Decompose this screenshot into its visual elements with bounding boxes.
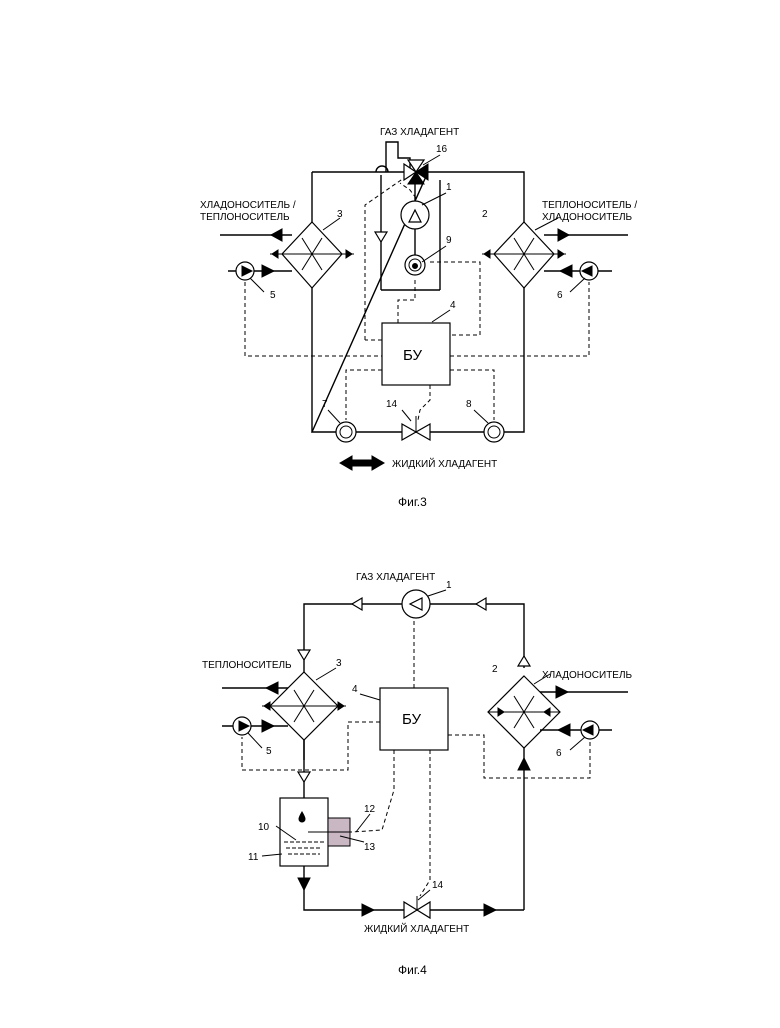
fig3-ref-2: 2	[482, 209, 488, 220]
fig3-left-fluid-label-2: ТЕПЛОНОСИТЕЛЬ	[200, 212, 290, 223]
fig4-ref-2: 2	[492, 664, 498, 675]
fig3-gas-label: ГАЗ ХЛАДАГЕНТ	[380, 127, 459, 138]
fig3-right-fluid-label-1: ТЕПЛОНОСИТЕЛЬ /	[542, 200, 637, 211]
fig3-flow-arrow-down-icon	[375, 232, 387, 242]
fig4-ref-11: 11	[248, 852, 259, 863]
fig4-ref-10: 10	[258, 822, 270, 833]
fig4-ref-5: 5	[266, 746, 272, 757]
fig3-heat-exchanger-3	[270, 222, 354, 288]
fig3-left-fluid-label-1: ХЛАДОНОСИТЕЛЬ /	[200, 200, 296, 211]
fig3-control-unit-label: БУ	[403, 347, 422, 364]
fig3-ref-6: 6	[557, 290, 563, 301]
fig4-ref-1: 1	[446, 580, 452, 591]
fig3-ref-14: 14	[386, 399, 398, 410]
fig3-ref-9: 9	[446, 235, 452, 246]
fig4-liquid-label: ЖИДКИЙ ХЛАДАГЕНТ	[364, 922, 469, 935]
fig4-liquid-line	[304, 866, 524, 910]
fig3-sensor-8-icon	[484, 422, 504, 442]
fig3-liquid-label: ЖИДКИЙ ХЛАДАГЕНТ	[392, 457, 497, 470]
fig4-heat-exchanger-3	[262, 672, 346, 740]
fig3-ref-7: 7	[322, 399, 328, 410]
fig4-left-fluid-label: ТЕПЛОНОСИТЕЛЬ	[202, 660, 292, 671]
fig4-ref-3: 3	[336, 658, 342, 669]
fig4-expansion-valve-icon	[404, 896, 430, 918]
fig3-ref-4: 4	[450, 300, 456, 311]
fig4-flow-arrow-down-icon	[298, 650, 310, 660]
fig4-heat-exchanger-2	[488, 676, 560, 748]
fig4-ref-12: 12	[364, 804, 376, 815]
fig4-gas-label: ГАЗ ХЛАДАГЕНТ	[356, 572, 435, 583]
fig4-right-fluid-label: ХЛАДОНОСИТЕЛЬ	[542, 670, 633, 681]
fig4-caption: Фиг.4	[398, 963, 427, 977]
fig4-flow-arrow-up-icon	[518, 656, 530, 666]
figure-4: ГАЗ ХЛАДАГЕНТ ТЕПЛОНОСИТЕЛЬ ХЛАДОНОСИТЕЛ…	[202, 572, 633, 977]
fig4-flow-arrow-left-icon	[352, 598, 362, 610]
fig3-ctrl-valve	[400, 183, 416, 198]
fig4-ref-14: 14	[432, 880, 444, 891]
fig3-expansion-valve-icon	[402, 416, 430, 440]
fig4-ref-4: 4	[352, 684, 358, 695]
fig3-ref-16: 16	[436, 144, 448, 155]
fig3-liquid-double-arrow-icon	[340, 456, 384, 470]
fig3-ref-1: 1	[446, 182, 452, 193]
fig3-heat-exchanger-2	[482, 222, 566, 288]
fig3-right-fluid-label-2: ХЛАДОНОСИТЕЛЬ	[542, 212, 633, 223]
fig4-ref-13: 13	[364, 842, 376, 853]
fig4-control-unit-label: БУ	[402, 711, 421, 728]
fig3-ref-3: 3	[337, 209, 343, 220]
fig3-ref-5: 5	[270, 290, 276, 301]
figure-3: ГАЗ ХЛАДАГЕНТ ХЛАДОНОСИТЕЛЬ / ТЕПЛОНОСИТ…	[200, 127, 637, 509]
fig3-caption: Фиг.3	[398, 495, 427, 509]
fig4-ref-6: 6	[556, 748, 562, 759]
fig3-sensor-7-icon	[336, 422, 356, 442]
fig3-ref-8: 8	[466, 399, 472, 410]
